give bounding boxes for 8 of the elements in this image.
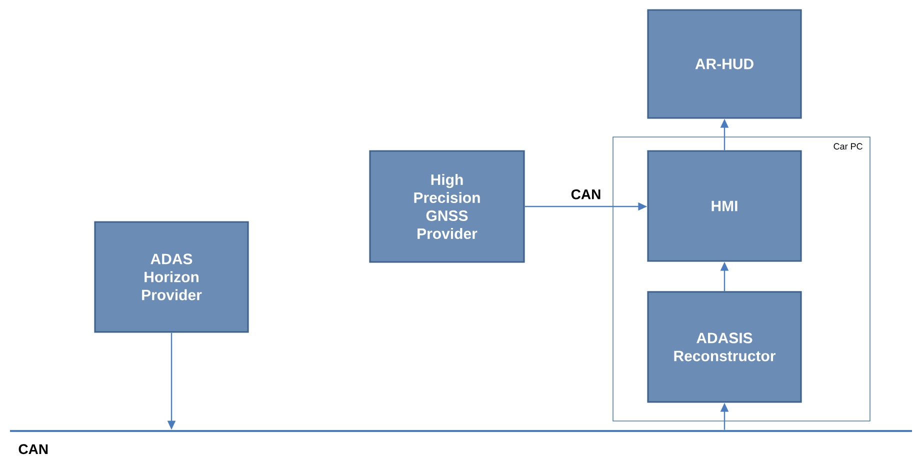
- process-box: ADAS Horizon Provider: [94, 221, 249, 333]
- process-box: ADASIS Reconstructor: [647, 291, 802, 403]
- process-box: AR-HUD: [647, 9, 802, 119]
- bus-label: CAN: [18, 444, 48, 454]
- process-box: High Precision GNSS Provider: [369, 150, 525, 263]
- container-label: Car PC: [834, 143, 862, 150]
- process-box: HMI: [647, 150, 802, 262]
- edge-label: CAN: [571, 189, 600, 200]
